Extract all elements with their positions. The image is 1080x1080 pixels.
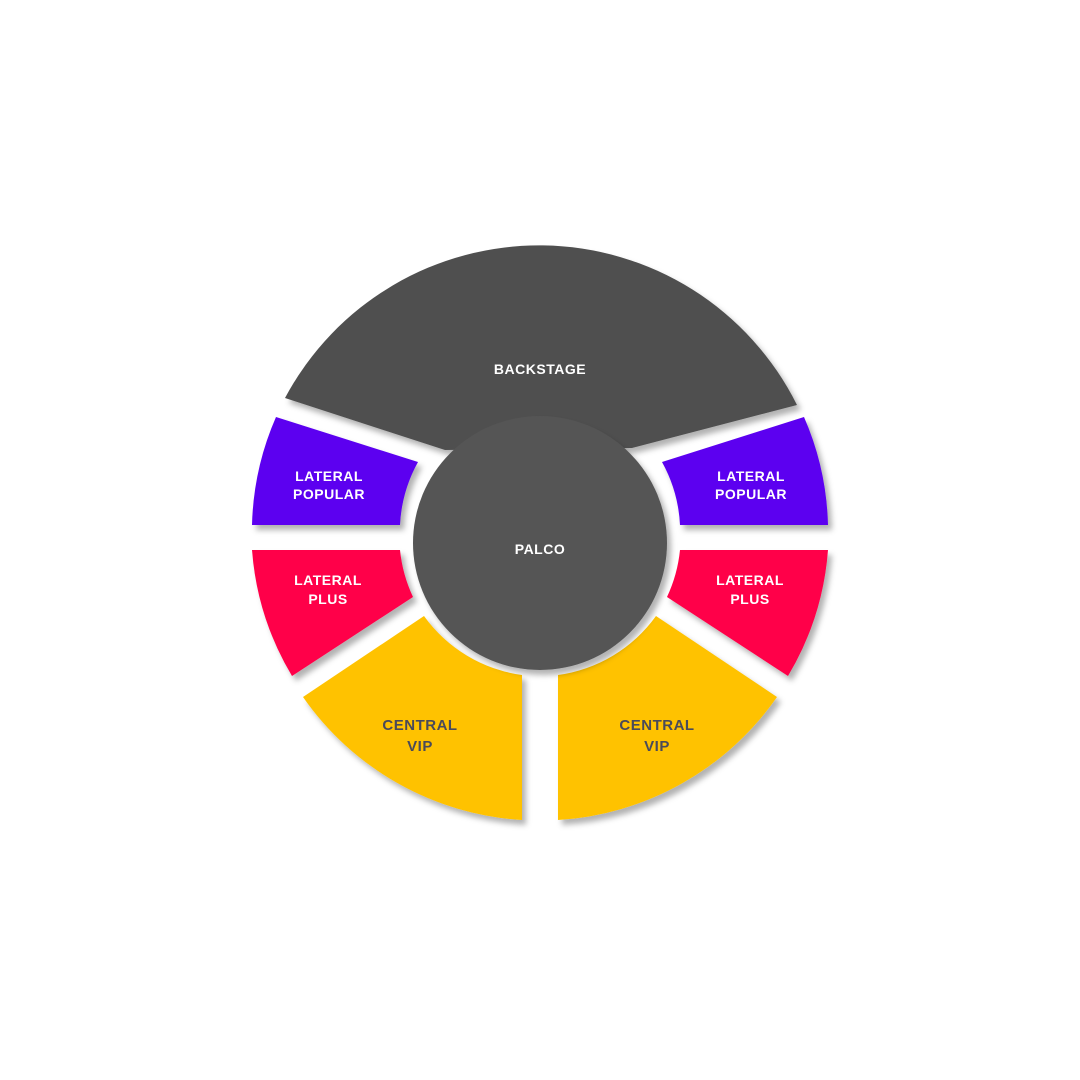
lateral-popular-right-shape (662, 417, 828, 525)
lateral-popular-left-line1: LATERAL (295, 468, 363, 484)
lateral-popular-right-line1: LATERAL (717, 468, 785, 484)
backstage-shape (285, 245, 797, 450)
zone-central-vip-right[interactable]: CENTRAL VIP (558, 616, 777, 820)
lateral-plus-right-shape (667, 550, 828, 676)
zone-backstage[interactable]: BACKSTAGE (285, 245, 797, 450)
zone-lateral-popular-right[interactable]: LATERAL POPULAR (662, 417, 828, 525)
lateral-plus-left-line2: PLUS (308, 591, 347, 607)
lateral-popular-right-line2: POPULAR (715, 486, 787, 502)
zone-palco[interactable]: PALCO (413, 416, 667, 670)
lateral-plus-right-line1: LATERAL (716, 572, 784, 588)
zone-lateral-plus-left[interactable]: LATERAL PLUS (252, 550, 413, 676)
central-vip-right-shape (558, 616, 777, 820)
central-vip-left-shape (303, 616, 522, 820)
central-vip-left-line2: VIP (407, 738, 433, 755)
central-vip-left-line1: CENTRAL (382, 717, 457, 734)
lateral-plus-right-line2: PLUS (730, 591, 769, 607)
central-vip-right-line2: VIP (644, 738, 670, 755)
lateral-popular-left-line2: POPULAR (293, 486, 365, 502)
backstage-label: BACKSTAGE (494, 361, 586, 377)
central-vip-right-line1: CENTRAL (619, 717, 694, 734)
palco-label: PALCO (515, 541, 565, 557)
zone-lateral-popular-left[interactable]: LATERAL POPULAR (252, 417, 418, 525)
lateral-popular-left-shape (252, 417, 418, 525)
palco-shape (413, 416, 667, 670)
zone-lateral-plus-right[interactable]: LATERAL PLUS (667, 550, 828, 676)
zone-central-vip-left[interactable]: CENTRAL VIP (303, 616, 522, 820)
lateral-plus-left-line1: LATERAL (294, 572, 362, 588)
lateral-plus-left-shape (252, 550, 413, 676)
